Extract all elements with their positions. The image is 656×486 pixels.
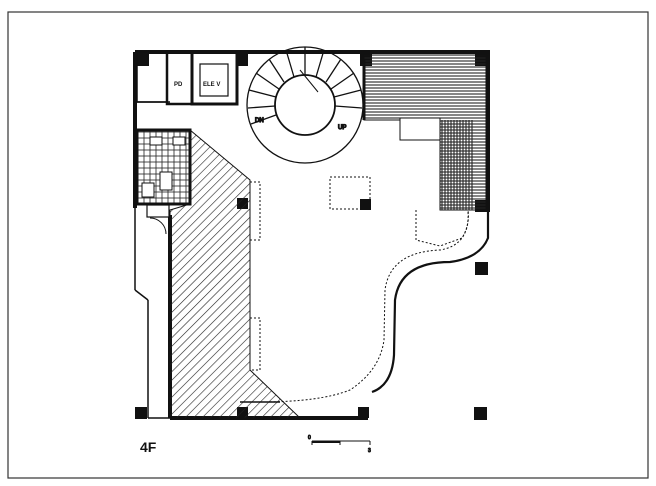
frame-border (7, 11, 649, 479)
stair-dn-label: DN (255, 118, 264, 124)
scale-start-label: 0 (308, 435, 311, 441)
pd-label: PD (174, 82, 183, 88)
stair-up-label: UP (338, 125, 346, 131)
scale-bar: 0 3 (308, 435, 372, 455)
elevator-label: ELE V (203, 82, 220, 88)
service-core (136, 50, 239, 106)
hatched-zone-left (169, 128, 302, 419)
floor-label: 4F (140, 439, 157, 455)
dotted-outlines (189, 130, 469, 371)
scale-end-label: 3 (368, 448, 371, 454)
curved-partition (240, 211, 490, 403)
spiral-stair: DN UP (246, 46, 364, 164)
hatched-deck-top-right (362, 54, 487, 211)
